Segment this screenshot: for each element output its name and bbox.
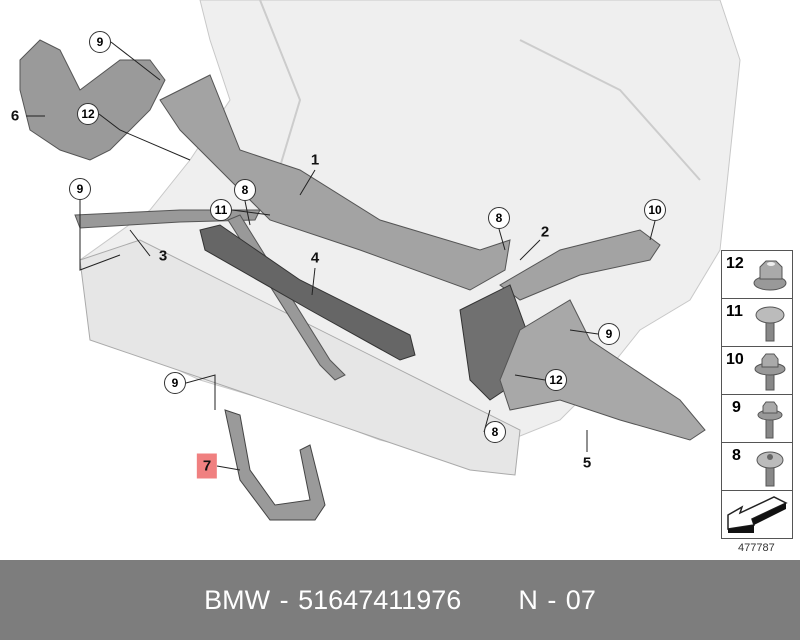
footer-part-info: BMW - 51647411976 N - 07 xyxy=(204,584,596,615)
fastener-legend: 12 11 10 9 8 xyxy=(721,250,793,539)
legend-label: 11 xyxy=(726,303,743,320)
callout-9[interactable]: 9 xyxy=(89,31,111,53)
parts-diagram xyxy=(19,0,741,521)
bumper-carrier xyxy=(79,239,521,476)
callout-12[interactable]: 12 xyxy=(77,103,99,125)
part-5-bracket xyxy=(499,299,706,441)
legend-label: 10 xyxy=(726,351,744,368)
hex-bolt-icon xyxy=(757,401,783,439)
part-2-support xyxy=(499,229,661,301)
part-label-2[interactable]: 2 xyxy=(540,223,550,241)
torx-screw-icon xyxy=(756,451,784,487)
part-label-1[interactable]: 1 xyxy=(310,151,320,169)
callout-10[interactable]: 10 xyxy=(644,199,666,221)
part-7-bracket xyxy=(224,409,326,521)
legend-item-12[interactable]: 12 xyxy=(721,250,793,298)
direction-arrow-icon xyxy=(727,496,788,533)
part-1-support xyxy=(159,74,511,291)
legend-item-direction-arrow xyxy=(721,490,793,539)
legend-label: 12 xyxy=(726,255,744,272)
hex-bolt-icon xyxy=(754,353,786,391)
pan-screw-icon xyxy=(755,306,785,342)
part-label-5[interactable]: 5 xyxy=(582,454,592,472)
legend-item-9[interactable]: 9 xyxy=(721,394,793,442)
callout-8[interactable]: 8 xyxy=(488,207,510,229)
callout-8[interactable]: 8 xyxy=(234,179,256,201)
diagram-reference-number: 477787 xyxy=(738,542,775,554)
part-label-7-highlighted[interactable]: 7 xyxy=(196,453,218,479)
legend-label: 8 xyxy=(732,447,741,464)
legend-item-10[interactable]: 10 xyxy=(721,346,793,394)
legend-item-11[interactable]: 11 xyxy=(721,298,793,346)
callout-9[interactable]: 9 xyxy=(598,323,620,345)
part-label-6[interactable]: 6 xyxy=(10,107,20,125)
callout-9[interactable]: 9 xyxy=(164,372,186,394)
callout-11[interactable]: 11 xyxy=(210,199,232,221)
part-4-air-duct xyxy=(199,224,416,361)
footer-bar: BMW - 51647411976 N - 07 xyxy=(0,560,800,640)
part-label-4[interactable]: 4 xyxy=(310,249,320,267)
nut-icon xyxy=(753,260,787,291)
part-6-bracket xyxy=(19,39,166,161)
part-label-3[interactable]: 3 xyxy=(158,247,168,265)
legend-label: 9 xyxy=(732,399,741,416)
leader-lines xyxy=(26,41,656,471)
callout-12[interactable]: 12 xyxy=(545,369,567,391)
callout-9[interactable]: 9 xyxy=(69,178,91,200)
callout-8[interactable]: 8 xyxy=(484,421,506,443)
legend-item-8[interactable]: 8 xyxy=(721,442,793,490)
